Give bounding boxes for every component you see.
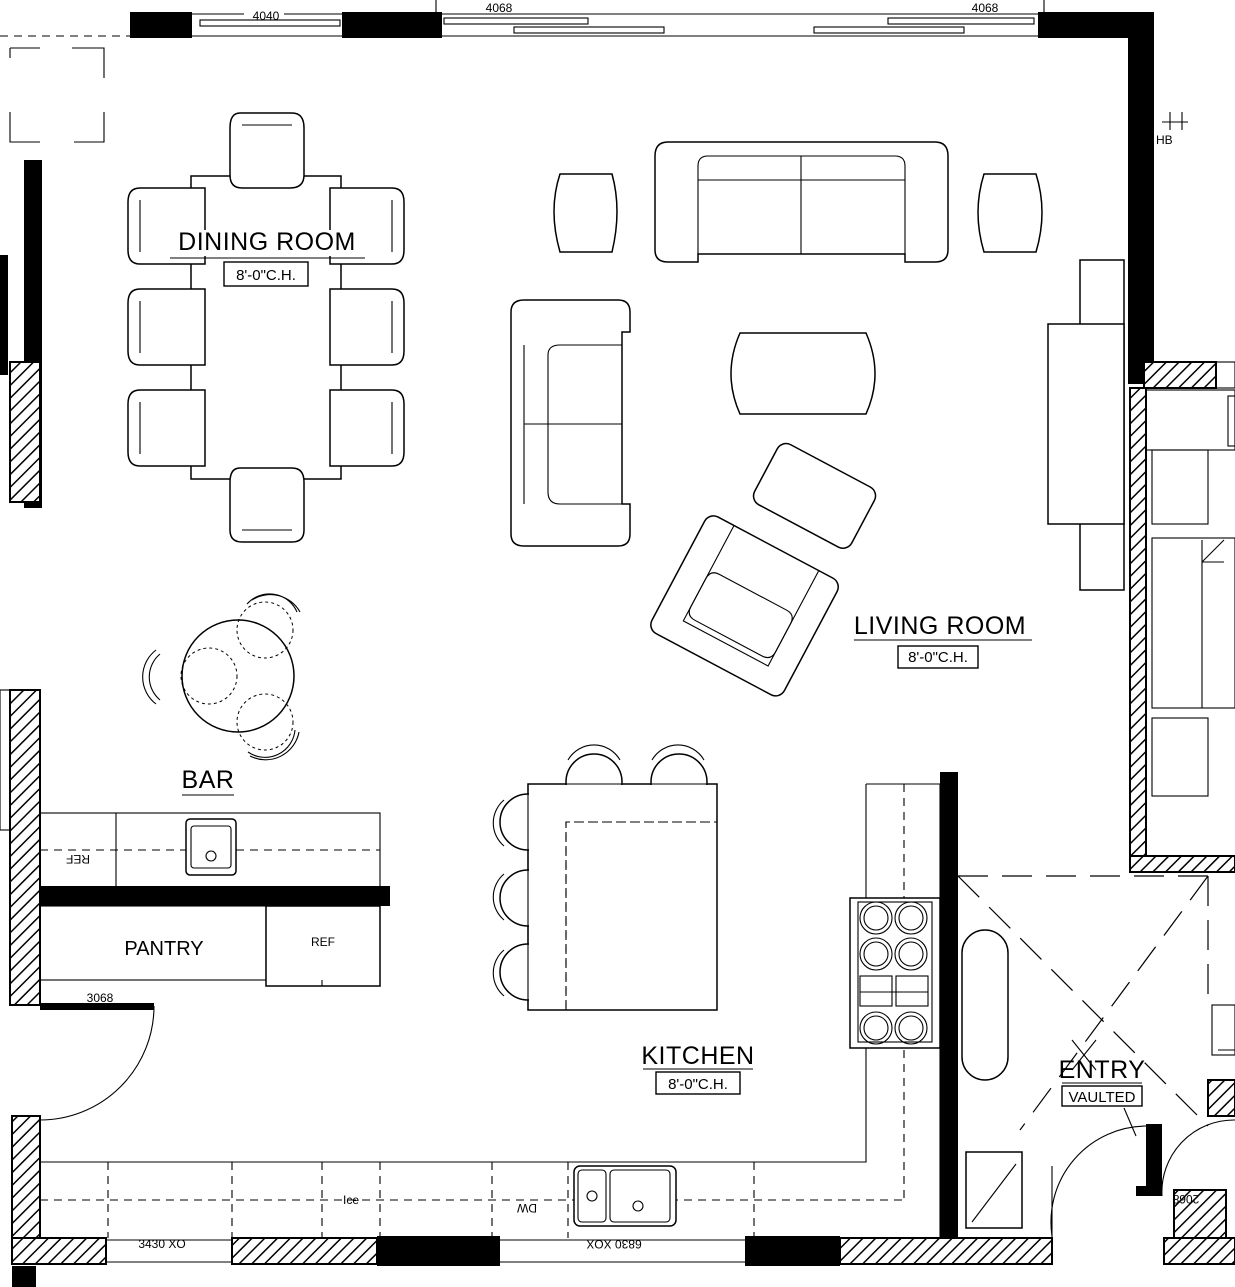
kitchen-island	[492, 744, 718, 1011]
kitchen-counters	[40, 783, 941, 1238]
dishwasher-label: DW	[516, 1201, 537, 1215]
living-ceiling-height: 8'-0"C.H.	[908, 649, 968, 666]
right-room-furniture	[1145, 389, 1235, 797]
ice-label: Ice	[343, 1193, 359, 1207]
bar-table	[142, 593, 301, 761]
hose-bib-mark	[1162, 112, 1188, 130]
top-windows	[199, 0, 1045, 34]
window-dim-2: 4068	[486, 1, 513, 15]
bar-counter	[39, 812, 381, 888]
entry-ceiling-height: VAULTED	[1069, 1089, 1136, 1106]
bottom-window-dim-left: 3430 XO	[138, 1237, 185, 1251]
bar-ref-label: REF	[66, 852, 90, 866]
pantry-door-swing	[39, 1005, 155, 1121]
walls	[0, 12, 1235, 1287]
pantry-ref-label: REF	[311, 935, 335, 949]
dining-ceiling-height: 8'-0"C.H.	[236, 267, 296, 284]
pantry-door-dim: 3068	[87, 991, 114, 1005]
dining-table-set	[127, 112, 405, 543]
entry	[957, 875, 1235, 1238]
window-dim-3: 4068	[972, 1, 999, 15]
dining-room-label: DINING ROOM	[178, 228, 356, 256]
entry-label: ENTRY	[1059, 1056, 1146, 1084]
entry-door-dim-a: 3068	[1149, 1159, 1163, 1186]
bottom-window-dim-right: 6830 XOX	[586, 1237, 641, 1251]
hose-bib-label: HB	[1156, 133, 1173, 147]
entry-door-dim-b: 2068	[1172, 1192, 1199, 1206]
pantry-label: PANTRY	[124, 938, 203, 960]
living-room-label: LIVING ROOM	[854, 612, 1026, 640]
bar-label: BAR	[182, 766, 235, 794]
living-room-furniture	[510, 141, 1125, 697]
kitchen-ceiling-height: 8'-0"C.H.	[668, 1076, 728, 1093]
kitchen-label: KITCHEN	[641, 1042, 754, 1070]
pantry	[39, 905, 381, 1010]
dashed-box	[9, 47, 105, 143]
window-dim-1: 4040	[253, 9, 280, 23]
